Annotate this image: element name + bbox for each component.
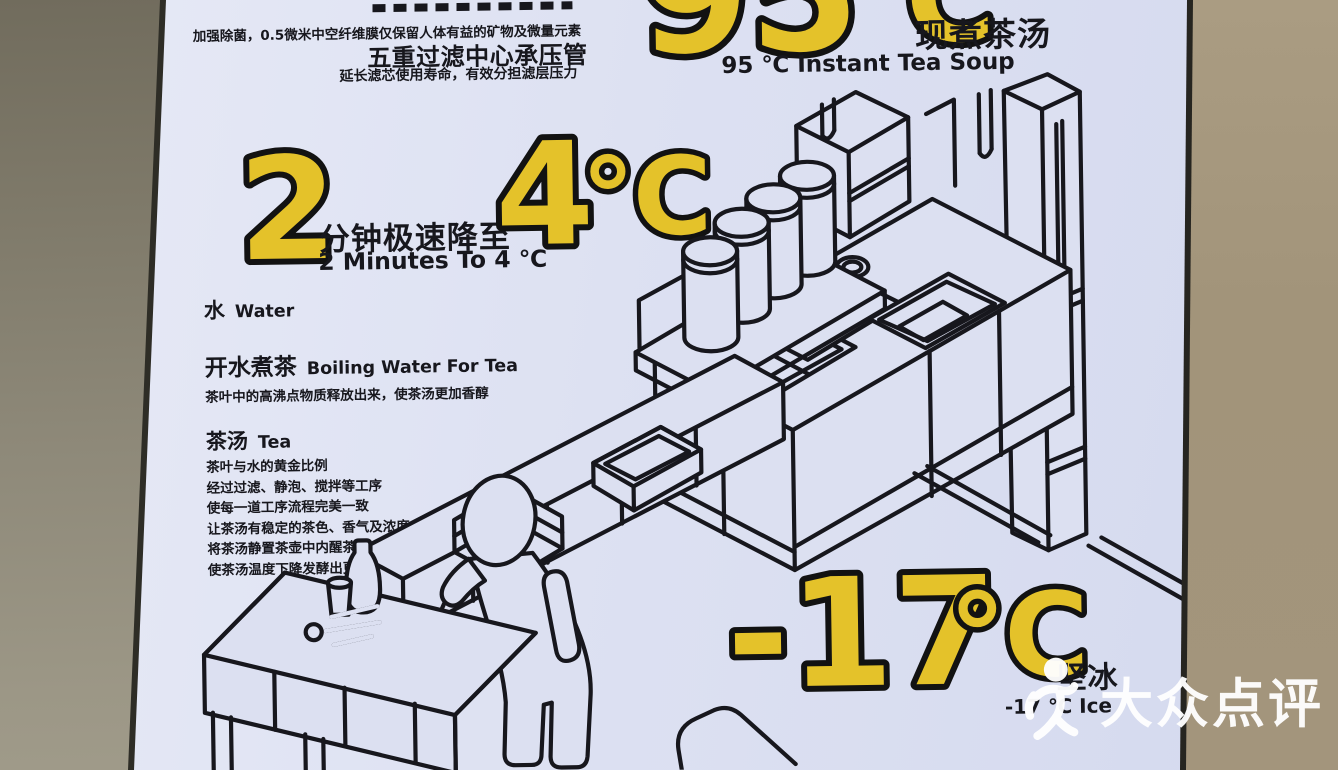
hanging-arm <box>541 569 582 663</box>
tea-canisters <box>680 159 838 354</box>
fridge-back-detail <box>923 87 994 188</box>
canister <box>680 235 741 354</box>
dianping-person-icon <box>1024 657 1079 741</box>
cup-rim <box>325 575 354 590</box>
temp-4-unit: ℃ <box>580 134 713 261</box>
desk-items <box>303 538 383 647</box>
floor-lines <box>912 463 1186 602</box>
minutes-number: 2 <box>237 127 338 293</box>
temp-95-number: 95 <box>638 0 861 90</box>
person-head <box>460 473 538 568</box>
person-figure <box>432 473 593 770</box>
temp-95-headline: 95 ℃ <box>631 0 1002 97</box>
temp-4-number: 4 ℃ <box>488 106 718 284</box>
fallen-tube <box>675 705 798 770</box>
tea-machine-illustration <box>201 72 1186 770</box>
small-ball <box>303 622 324 643</box>
temp-4-minutes-number: 2 <box>231 121 344 299</box>
temp-4-digit: 4 <box>494 112 595 278</box>
temp-minus17-number: -17 <box>726 545 1000 723</box>
control-panel <box>867 271 1007 351</box>
watermark-brand-text: 大众点评 <box>1100 674 1324 735</box>
temp-95-unit: ℃ <box>846 0 996 71</box>
cropped-heading-fragment <box>372 1 573 13</box>
screen-console <box>591 424 704 513</box>
side-desk <box>201 570 538 770</box>
scattered-sticks <box>323 604 382 647</box>
dianping-watermark: 大众点评 <box>1008 648 1324 752</box>
